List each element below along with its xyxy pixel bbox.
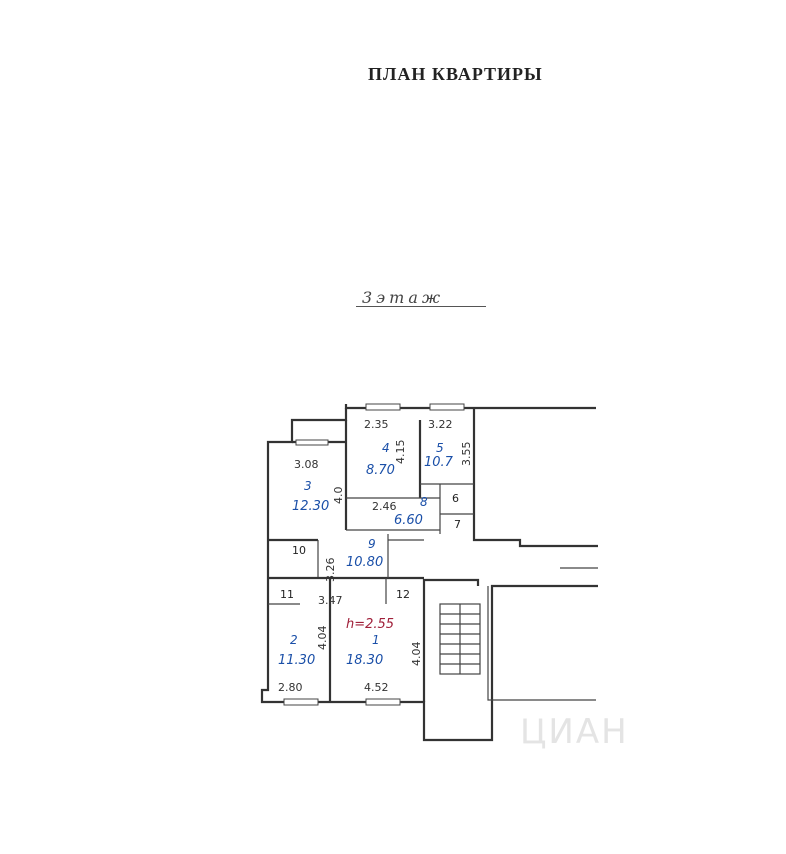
room-5-number: 5 bbox=[436, 441, 444, 455]
room-4-area: 8.70 bbox=[366, 463, 395, 478]
dimension-label: 2.80 bbox=[278, 681, 303, 694]
dimension-label: 4.0 bbox=[332, 487, 345, 505]
room-9-number: 9 bbox=[368, 537, 376, 551]
room-7-number: 7 bbox=[454, 518, 461, 531]
room-2-area: 11.30 bbox=[278, 653, 315, 668]
room-8-number: 8 bbox=[420, 495, 428, 509]
ceiling-height-note: h=2.55 bbox=[346, 617, 394, 632]
room-3-number: 3 bbox=[304, 479, 312, 493]
staircase bbox=[439, 603, 481, 675]
interior-walls bbox=[268, 420, 474, 702]
room-10-number: 10 bbox=[292, 544, 306, 557]
floor-label-underline bbox=[356, 306, 486, 307]
floor-label: 3этаж bbox=[362, 288, 445, 307]
room-6-number: 6 bbox=[452, 492, 459, 505]
dimension-label: 4.04 bbox=[316, 626, 329, 651]
room-2-number: 2 bbox=[290, 633, 298, 647]
dimension-label: 3.47 bbox=[318, 594, 343, 607]
room-11-number: 11 bbox=[280, 588, 294, 601]
room-8-area: 6.60 bbox=[394, 513, 423, 528]
building-walls bbox=[260, 404, 598, 742]
dimension-label: 2.35 bbox=[364, 418, 389, 431]
room-3-area: 12.30 bbox=[292, 499, 329, 514]
dimension-label: 3.26 bbox=[324, 558, 337, 583]
room-12-number: 12 bbox=[396, 588, 410, 601]
page-title: ПЛАН КВАРТИРЫ bbox=[368, 64, 543, 84]
dimension-label: 3.08 bbox=[294, 458, 319, 471]
room-4-number: 4 bbox=[382, 441, 390, 455]
watermark: ЦИАН bbox=[520, 712, 629, 752]
room-1-number: 1 bbox=[372, 633, 380, 647]
dimension-label: 4.04 bbox=[410, 642, 423, 667]
room-9-area: 10.80 bbox=[346, 555, 383, 570]
room-5-area: 10.7 bbox=[424, 455, 454, 470]
dimension-label: 4.15 bbox=[394, 440, 407, 465]
dimension-label: 4.52 bbox=[364, 681, 389, 694]
dimension-label: 2.46 bbox=[372, 500, 397, 513]
dimension-label: 3.55 bbox=[460, 442, 473, 467]
room-1-area: 18.30 bbox=[346, 653, 383, 668]
windows bbox=[283, 403, 465, 706]
dimension-label: 3.22 bbox=[428, 418, 453, 431]
